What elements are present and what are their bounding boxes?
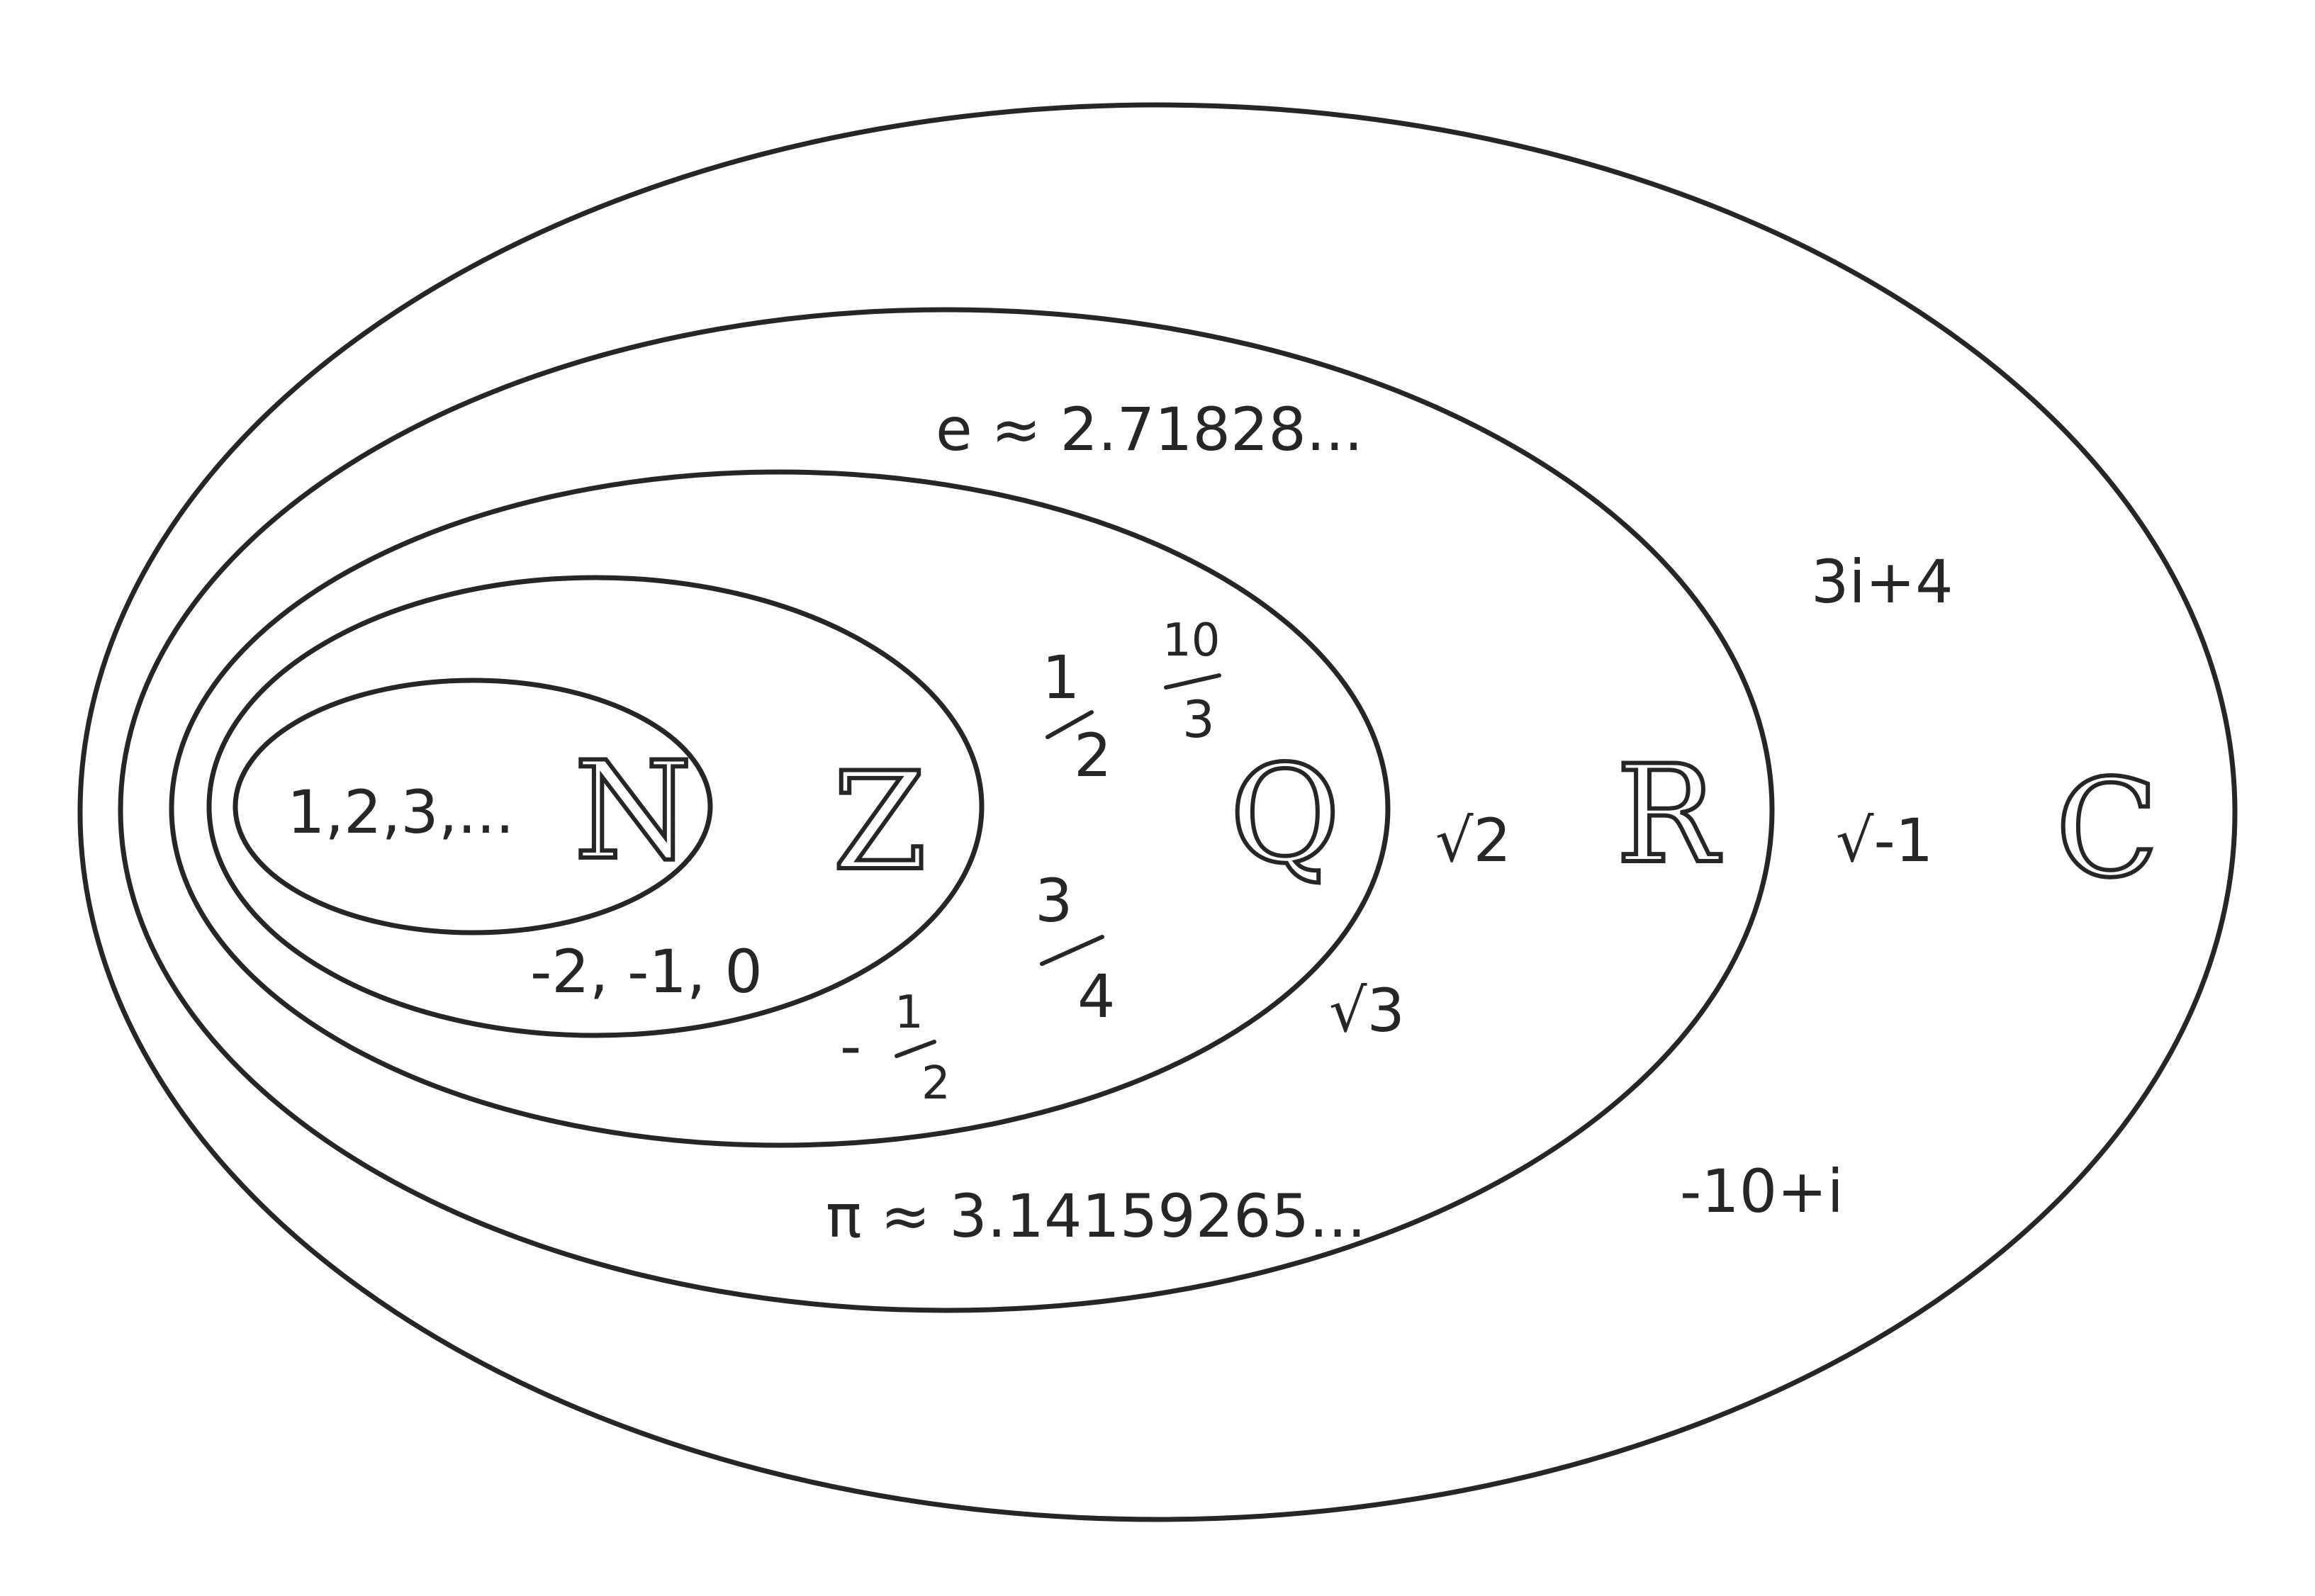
fraction-numerator: 1	[1042, 643, 1080, 712]
fraction-bar	[1046, 710, 1094, 739]
fraction-denominator: 3	[1182, 690, 1215, 749]
fraction-bar	[1164, 673, 1221, 690]
complex-example-3i-plus-4: 3i+4	[1811, 547, 1954, 617]
fraction-bar	[1040, 935, 1104, 966]
real-set-ellipse	[118, 307, 1775, 1313]
complex-set-symbol: C	[2056, 751, 2158, 907]
fraction-three-quarters: 3 4	[1035, 866, 1115, 1031]
integer-examples: -2, -1, 0	[530, 937, 763, 1006]
fraction-numerator: 1	[895, 987, 924, 1039]
complex-example-minus-10-plus-i: -10+i	[1680, 1157, 1844, 1226]
complex-set-ellipse	[77, 102, 2238, 1522]
real-example-sqrt2: √2	[1435, 806, 1511, 875]
fraction-ten-thirds: 10 3	[1162, 614, 1221, 749]
fraction-sign: -	[840, 1011, 861, 1081]
fraction-denominator: 2	[1074, 721, 1111, 790]
fraction-denominator: 4	[1077, 962, 1115, 1031]
fraction-numerator: 3	[1035, 866, 1072, 935]
natural-examples: 1,2,3,...	[287, 777, 515, 847]
natural-set-symbol: N	[574, 733, 692, 889]
rational-set-ellipse	[169, 469, 1391, 1148]
real-set-symbol: R	[1616, 736, 1721, 893]
integer-set-ellipse	[206, 575, 985, 1038]
complex-example-sqrt-minus-1: √-1	[1836, 806, 1933, 875]
fraction-one-half: 1 2	[1042, 643, 1111, 790]
fraction-bar	[895, 1040, 936, 1058]
real-example-sqrt3: √3	[1329, 976, 1405, 1045]
real-example-e: e ≈ 2.71828...	[936, 395, 1363, 464]
rational-set-symbol: Q	[1230, 736, 1340, 893]
fraction-numerator: 10	[1162, 614, 1220, 667]
natural-set-ellipse	[232, 678, 713, 935]
real-example-pi: π ≈ 3.14159265...	[826, 1181, 1366, 1251]
integer-set-symbol: Z	[833, 743, 926, 900]
fraction-denominator: 2	[921, 1057, 951, 1110]
fraction-minus-one-half: - 1 2	[840, 987, 951, 1110]
